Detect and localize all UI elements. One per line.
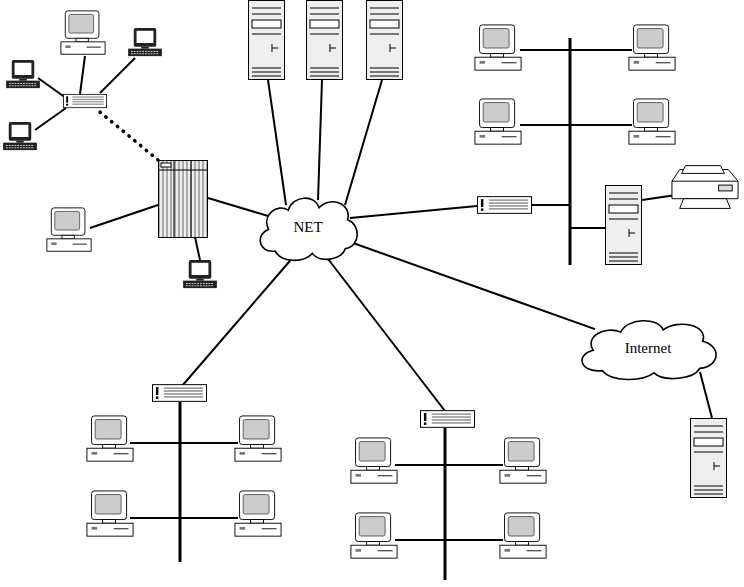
computer bbox=[235, 416, 281, 461]
cable bbox=[700, 372, 712, 418]
hub bbox=[477, 197, 531, 214]
server bbox=[691, 419, 727, 498]
dotted-link bbox=[100, 112, 158, 160]
printer bbox=[672, 166, 738, 209]
server bbox=[307, 1, 343, 80]
cable bbox=[325, 255, 445, 411]
computer bbox=[629, 25, 675, 70]
hub bbox=[420, 411, 474, 428]
cable bbox=[130, 442, 238, 444]
cloud-shape bbox=[582, 321, 716, 380]
network-cloud: Internet bbox=[572, 314, 724, 382]
lan-bus bbox=[569, 38, 572, 265]
cable bbox=[520, 124, 632, 126]
cable bbox=[130, 517, 238, 519]
cable bbox=[90, 205, 158, 228]
terminal bbox=[6, 60, 40, 88]
cable bbox=[35, 108, 66, 130]
cable bbox=[395, 464, 503, 466]
cable bbox=[100, 58, 135, 93]
computer bbox=[61, 11, 105, 54]
cable bbox=[345, 80, 382, 205]
computer bbox=[500, 438, 546, 483]
computer bbox=[47, 208, 91, 251]
mainframe bbox=[159, 161, 208, 238]
cable bbox=[182, 255, 295, 386]
cable bbox=[318, 80, 322, 200]
server bbox=[606, 186, 642, 265]
network-cables bbox=[35, 38, 712, 580]
server bbox=[249, 1, 285, 80]
cloud-label: Internet bbox=[625, 340, 672, 357]
computer bbox=[475, 25, 521, 70]
lan-bus bbox=[444, 428, 447, 580]
computer bbox=[500, 513, 546, 558]
terminal bbox=[3, 122, 37, 150]
cable bbox=[570, 227, 605, 229]
cable bbox=[395, 539, 503, 541]
computer bbox=[351, 438, 397, 483]
computer bbox=[87, 416, 133, 461]
cable bbox=[350, 206, 477, 218]
cable bbox=[532, 204, 570, 206]
hub bbox=[63, 94, 106, 107]
server bbox=[367, 1, 403, 80]
terminal bbox=[183, 260, 217, 288]
computer bbox=[629, 99, 675, 144]
computer bbox=[351, 513, 397, 558]
cloud-label: NET bbox=[293, 219, 322, 236]
network-link bbox=[352, 243, 595, 330]
cable bbox=[642, 195, 676, 200]
lan-bus bbox=[179, 402, 182, 562]
cloud-shape bbox=[260, 198, 357, 260]
network-cloud: NET bbox=[253, 191, 363, 263]
computer bbox=[87, 491, 133, 536]
cable bbox=[38, 78, 66, 98]
cable bbox=[195, 237, 200, 260]
hub bbox=[152, 385, 206, 402]
cable bbox=[520, 49, 632, 51]
computer bbox=[475, 99, 521, 144]
terminal bbox=[128, 28, 162, 56]
cable bbox=[208, 198, 268, 216]
cable bbox=[80, 56, 85, 94]
cable bbox=[268, 80, 286, 205]
computer bbox=[235, 491, 281, 536]
